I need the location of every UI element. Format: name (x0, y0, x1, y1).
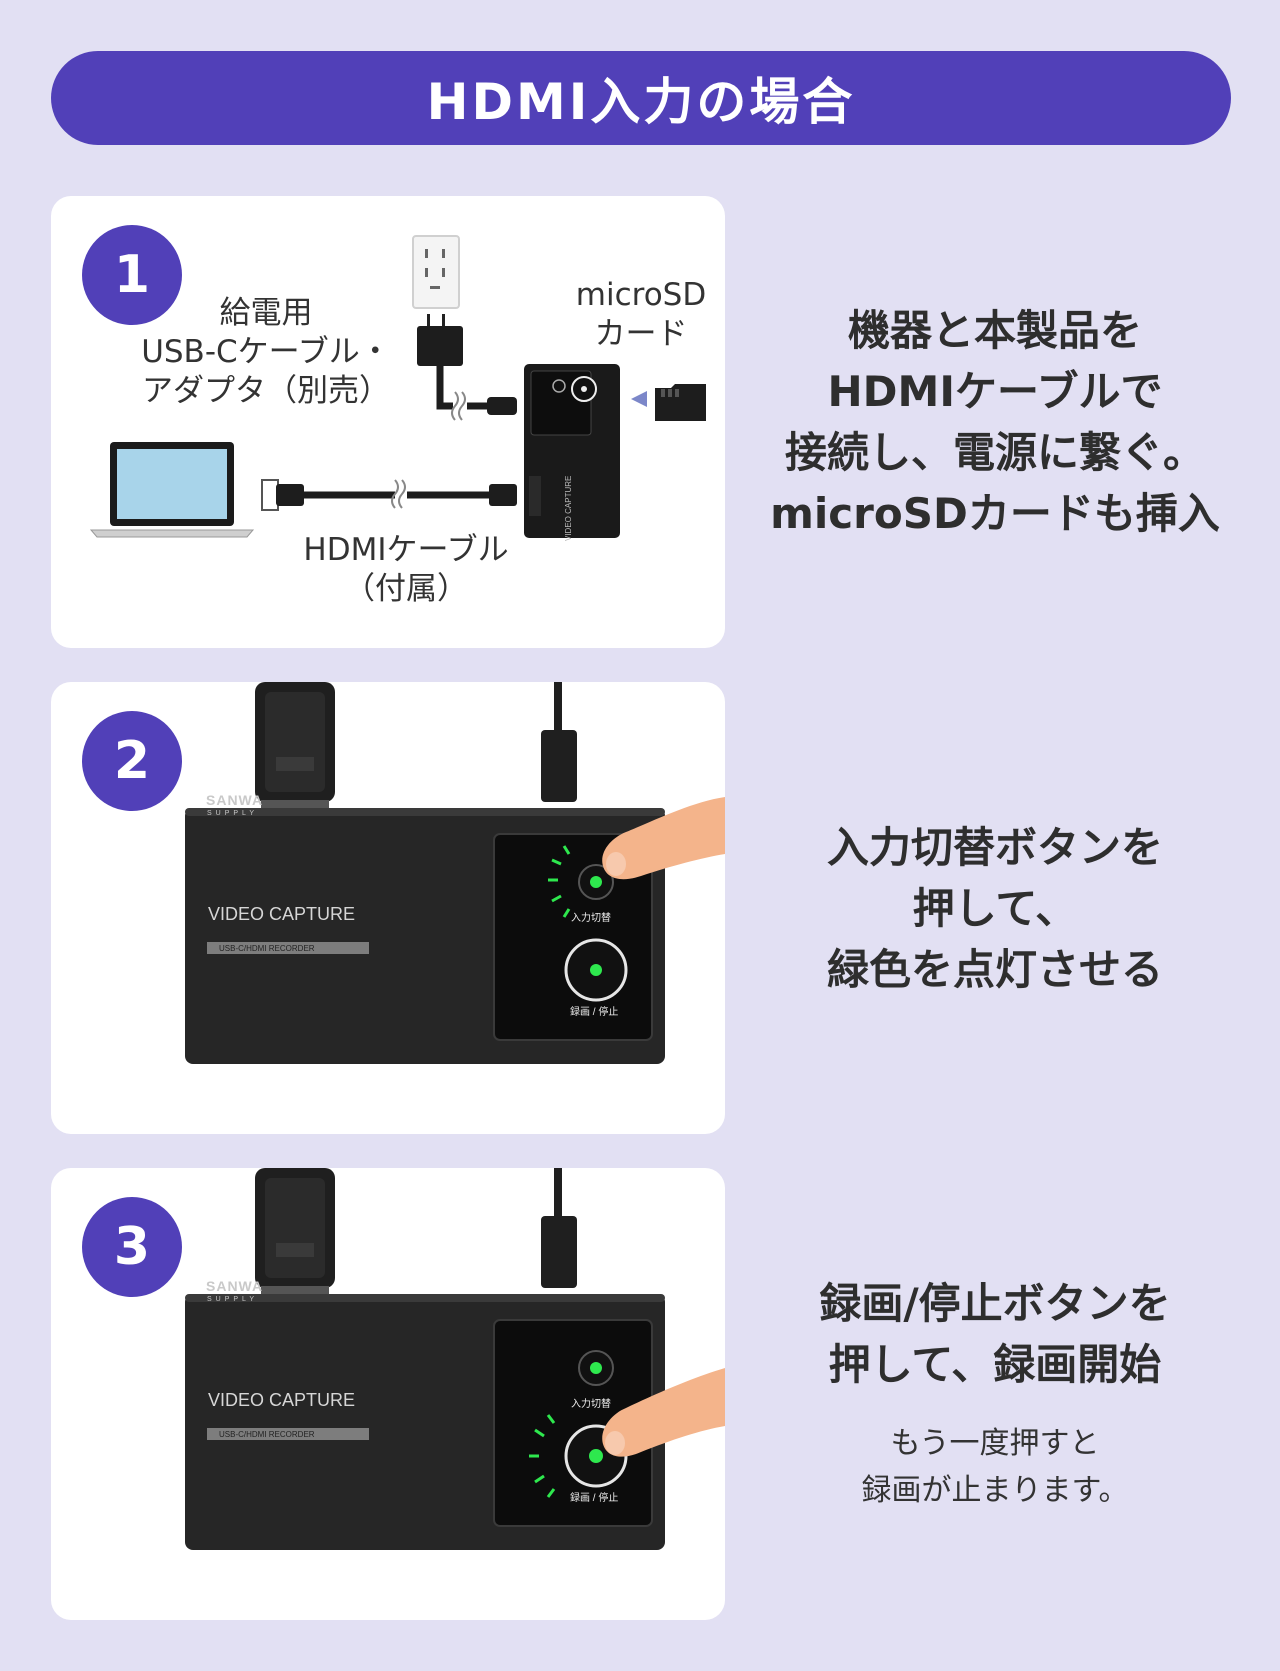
power-cable-label: 給電用 USB-Cケーブル・ アダプタ（別売） (141, 295, 391, 409)
usb-c-cable-icon (541, 682, 577, 802)
wall-outlet-icon (412, 235, 460, 309)
finger-icon (602, 1368, 725, 1457)
page-title: HDMI入力の場合 (426, 73, 856, 131)
step-2-card: 2 S (51, 682, 725, 1134)
hdmi-cable-icon (261, 479, 517, 511)
capture-device-icon: VIDEO CAPTURE (524, 364, 620, 541)
step-3-note: もう一度押すと 録画が止まります。 (861, 1426, 1129, 1508)
svg-text:VIDEO CAPTURE: VIDEO CAPTURE (564, 476, 573, 541)
microsd-label: microSD カード (575, 277, 707, 352)
led-glow-icon (529, 1414, 556, 1498)
brand-sub: SUPPLY (207, 1296, 259, 1303)
product-name: VIDEO CAPTURE (208, 904, 356, 924)
led-glow-icon (548, 845, 571, 918)
brand-logo: SANWA (206, 792, 264, 808)
hdmi-cable-label: HDMIケーブル （付属） (303, 532, 509, 607)
step-2-description: 入力切替ボタンを 押して、 緑色を点灯させる (826, 823, 1163, 994)
microsd-card-icon (631, 384, 706, 421)
step-3-card: 3 SANWA SUPPLY VIDEO CAPTURE (51, 1168, 725, 1620)
step-number-3: 3 (82, 1197, 182, 1297)
finger-icon (602, 797, 725, 880)
input-button-label: 入力切替 (571, 1399, 611, 1410)
product-subtitle: USB-C/HDMI RECORDER (219, 1430, 315, 1439)
product-subtitle: USB-C/HDMI RECORDER (219, 944, 315, 953)
page-title-banner: HDMI入力の場合 (51, 51, 1231, 145)
record-button-label: 録画 / 停止 (570, 1493, 619, 1504)
device-photo-record-button (185, 1168, 725, 1550)
record-button-label: 録画 / 停止 (570, 1007, 619, 1018)
usb-c-cable-icon (541, 1168, 577, 1288)
brand-sub: SUPPLY (207, 810, 259, 817)
step-1-description: 機器と本製品を HDMIケーブルで 接続し、電源に繋ぐ。 microSDカードも… (770, 306, 1220, 538)
step-3-description: 録画/停止ボタンを 押して、録画開始 (819, 1279, 1171, 1389)
hdmi-plug-icon (255, 682, 335, 812)
connection-diagram: VIDEO CAPTURE (89, 235, 706, 541)
input-button-label: 入力切替 (571, 913, 611, 924)
step-number-1: 1 (82, 225, 182, 325)
product-name: VIDEO CAPTURE (208, 1390, 356, 1410)
hdmi-plug-icon (255, 1168, 335, 1298)
brand-logo: SANWA (206, 1278, 264, 1294)
power-adapter-icon (417, 314, 517, 421)
step-number-2: 2 (82, 711, 182, 811)
step-1-card: 1 VIDEO CA (51, 196, 725, 648)
laptop-icon (89, 442, 255, 538)
device-photo-input-button (185, 682, 725, 1064)
